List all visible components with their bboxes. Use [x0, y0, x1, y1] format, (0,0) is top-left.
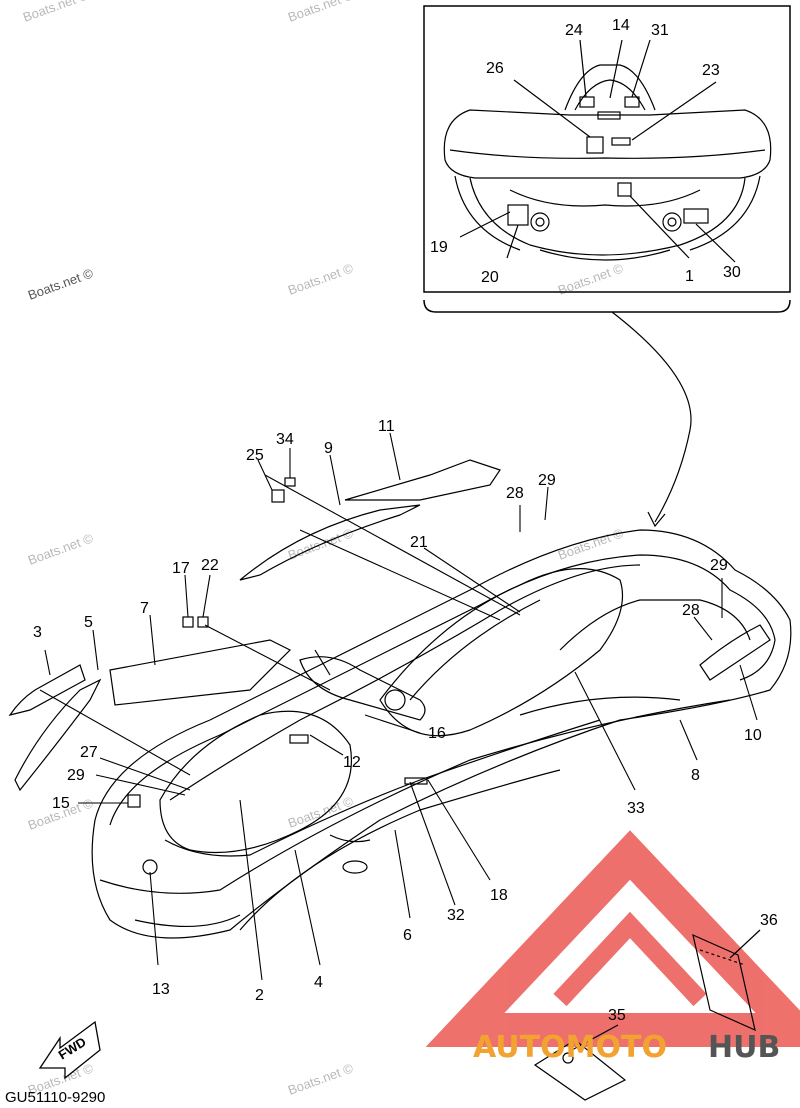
- callout-36: 36: [760, 912, 778, 929]
- callout-22: 22: [201, 557, 219, 574]
- callout-21: 21: [410, 534, 428, 551]
- callout-29-c: 29: [67, 767, 85, 784]
- inset-arrowhead: [647, 511, 666, 528]
- watermark: Boats.net ©: [21, 0, 91, 25]
- callout-3: 3: [33, 624, 42, 641]
- callout-23: 23: [702, 62, 720, 79]
- callout-29-b: 29: [710, 557, 728, 574]
- callouts: 24 14 31 26 23 19 20 1 30 11 34 25 9 29 …: [33, 17, 778, 1024]
- watermark: Boats.net ©: [26, 265, 96, 303]
- logo-text-hub: HUB: [708, 1030, 780, 1065]
- callout-19: 19: [430, 239, 448, 256]
- callout-4: 4: [314, 974, 323, 991]
- callout-17: 17: [172, 560, 190, 577]
- callout-10: 10: [744, 727, 762, 744]
- leader-lines: [39, 432, 758, 981]
- part-36-bag: [692, 929, 761, 1032]
- callout-31: 31: [651, 22, 669, 39]
- callout-26: 26: [486, 60, 504, 77]
- callout-20: 20: [481, 269, 499, 286]
- diagram-code: GU51110-9290: [5, 1089, 105, 1106]
- callout-2: 2: [255, 987, 264, 1004]
- callout-7: 7: [140, 600, 149, 617]
- callout-29-a: 29: [538, 472, 556, 489]
- callout-33: 33: [627, 800, 645, 817]
- automotohub-logo: AUTOMOTO HUB: [473, 1030, 780, 1065]
- callout-14: 14: [612, 17, 630, 34]
- callout-16: 16: [428, 725, 446, 742]
- callout-32: 32: [447, 907, 465, 924]
- callout-24: 24: [565, 22, 583, 39]
- callout-30: 30: [723, 264, 741, 281]
- watermark: Boats.net ©: [286, 793, 356, 831]
- logo-text-automoto: AUTOMOTO: [473, 1030, 667, 1065]
- part-35-bag: [533, 1024, 627, 1101]
- callout-12: 12: [343, 754, 361, 771]
- callout-27: 27: [80, 744, 98, 761]
- callout-6: 6: [403, 927, 412, 944]
- inset-arrow: [611, 311, 692, 523]
- callout-18: 18: [490, 887, 508, 904]
- watercraft-outline: [8, 459, 792, 939]
- watermark: Boats.net ©: [26, 530, 96, 568]
- callout-13: 13: [152, 981, 170, 998]
- callout-35: 35: [608, 1007, 626, 1024]
- rear-view-inset: [423, 5, 791, 313]
- callout-9: 9: [324, 440, 333, 457]
- callout-28-b: 28: [682, 602, 700, 619]
- callout-15: 15: [52, 795, 70, 812]
- watermark: Boats.net ©: [286, 0, 356, 25]
- callout-25: 25: [246, 447, 264, 464]
- fwd-arrow-icon: FWD: [38, 1020, 101, 1080]
- callout-5: 5: [84, 614, 93, 631]
- callout-11: 11: [378, 418, 395, 435]
- callout-34: 34: [276, 431, 294, 448]
- watermark: Boats.net ©: [286, 260, 356, 298]
- watermark: Boats.net ©: [286, 1060, 356, 1098]
- callout-8: 8: [691, 767, 700, 784]
- callout-28-a: 28: [506, 485, 524, 502]
- automotohub-logo-mark: [425, 830, 800, 1047]
- callout-1: 1: [685, 268, 694, 285]
